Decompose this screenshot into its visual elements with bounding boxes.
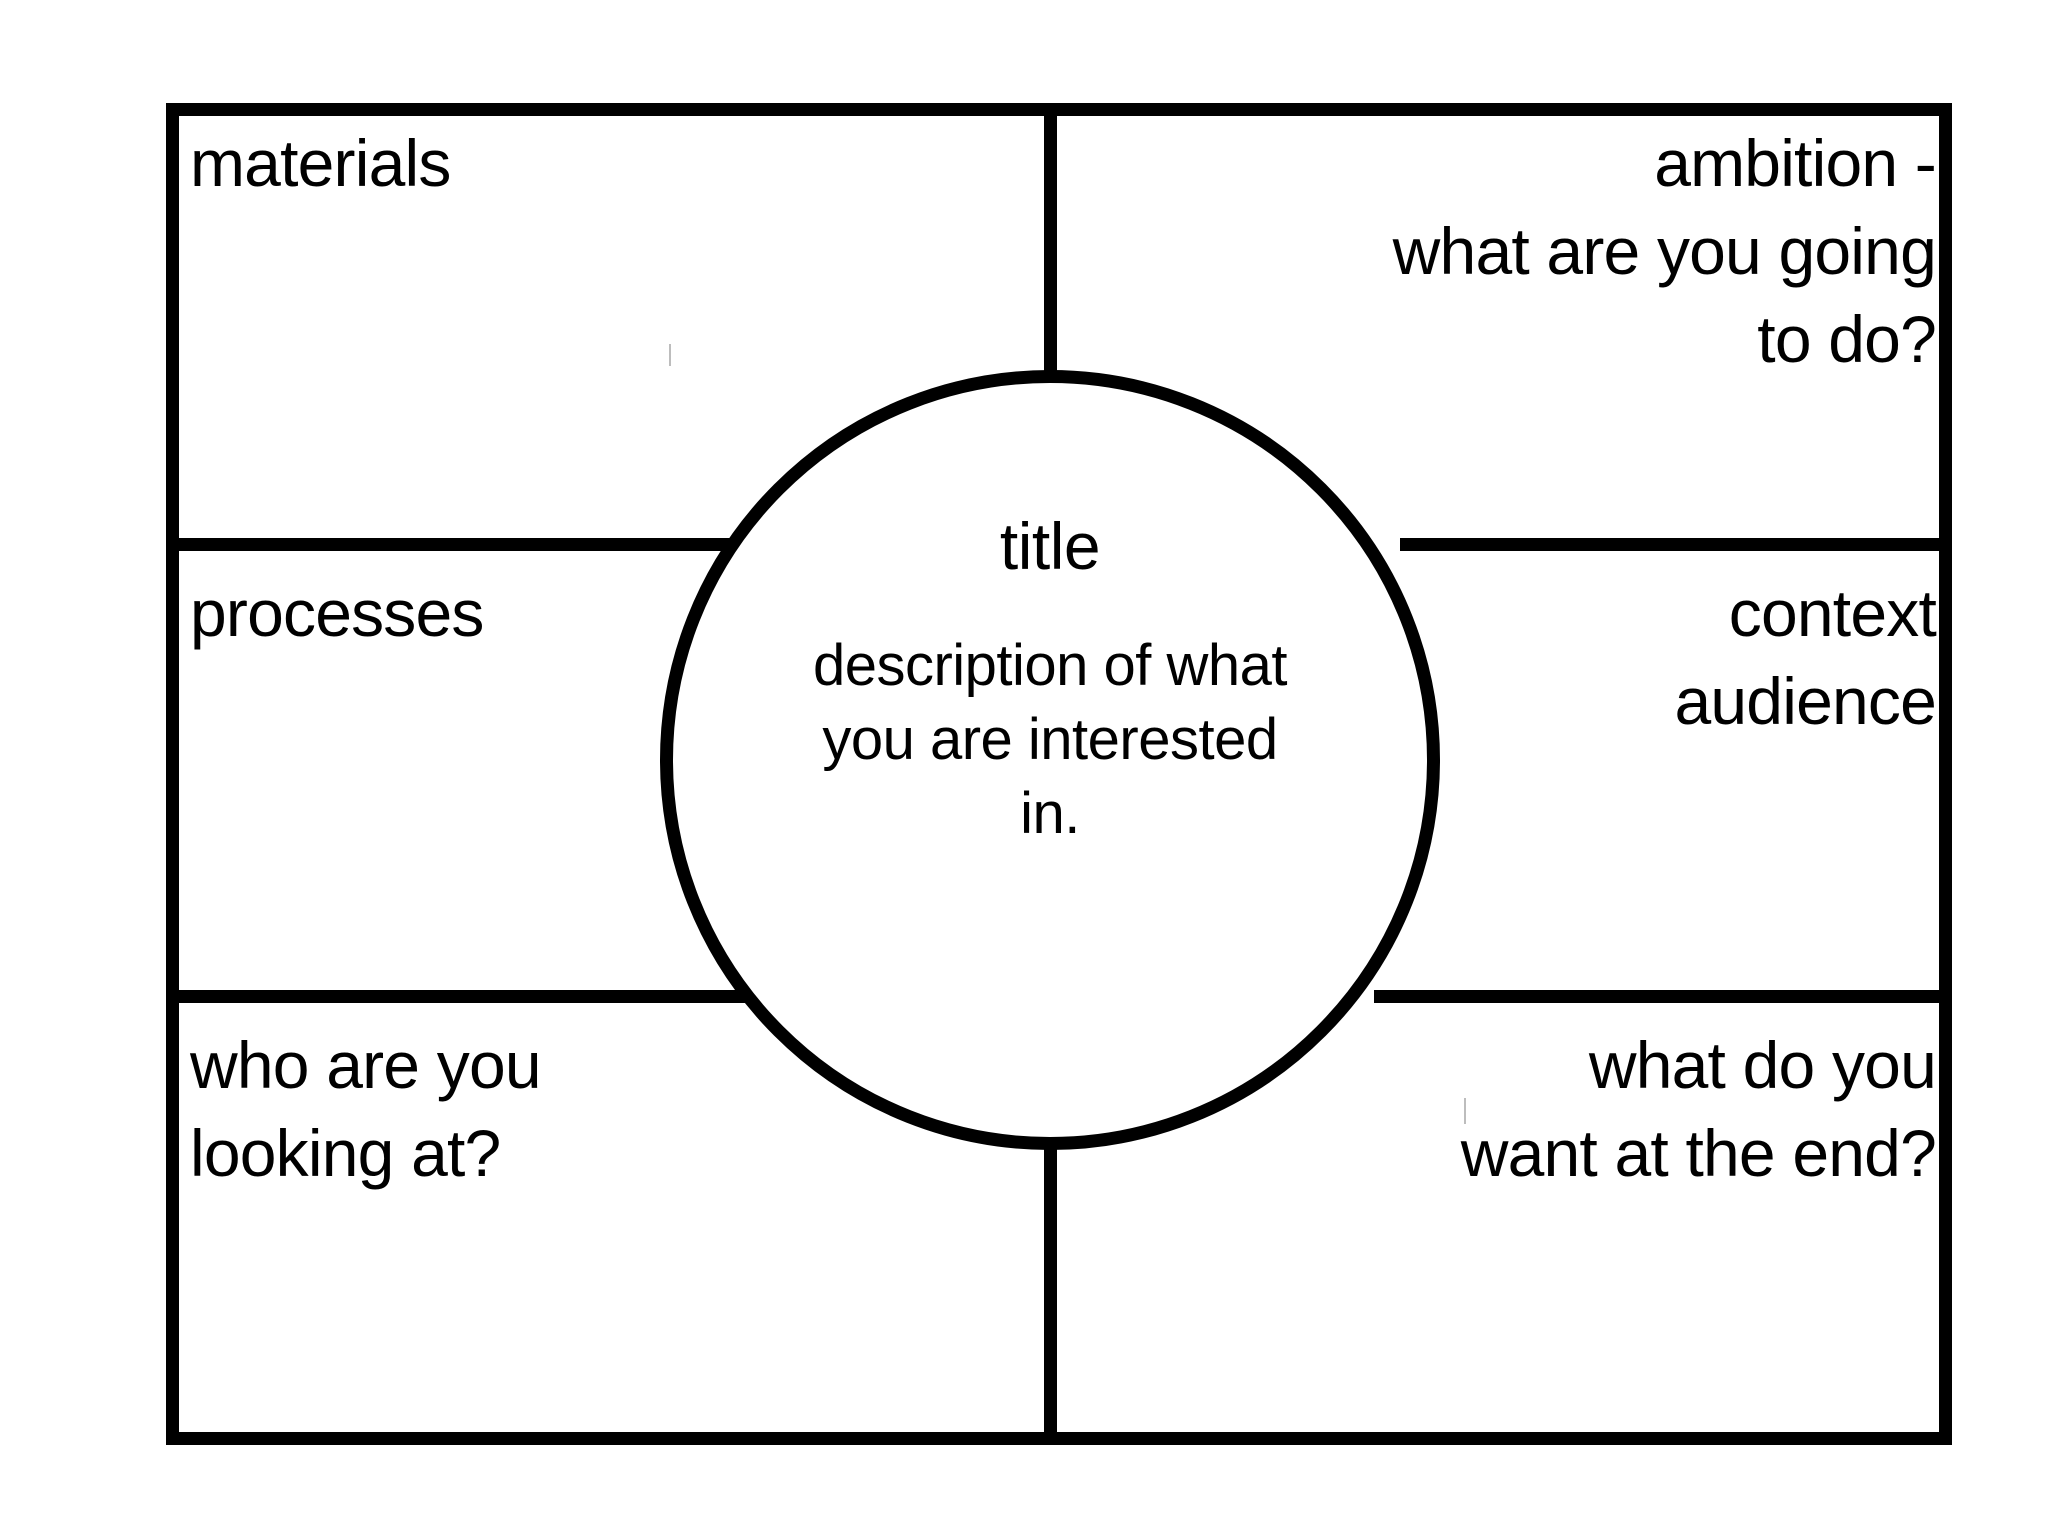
divider-right-lower bbox=[1374, 990, 1952, 1003]
quadrant-materials-label: materials bbox=[190, 126, 451, 200]
center-circle: title description of what you are intere… bbox=[660, 370, 1440, 1150]
quadrant-what-do-you-want-at-the-end-label: what do you want at the end? bbox=[1460, 1028, 1937, 1190]
divider-left-lower bbox=[166, 990, 751, 1003]
divider-center-upper bbox=[1044, 103, 1057, 378]
divider-center-lower bbox=[1044, 1148, 1057, 1445]
center-description: description of what you are interested i… bbox=[812, 633, 1288, 847]
scan-artifact-mark bbox=[669, 344, 671, 366]
divider-left-upper bbox=[166, 538, 876, 551]
quadrant-ambition-label: ambition - what are you going to do? bbox=[1392, 126, 1937, 376]
quadrant-processes-label: processes bbox=[190, 576, 484, 650]
scan-artifact-mark bbox=[1464, 1098, 1466, 1124]
center-title: title bbox=[999, 509, 1101, 583]
divider-right-upper bbox=[1400, 538, 1952, 551]
quadrant-who-are-you-looking-at-label: who are you looking at? bbox=[190, 1028, 542, 1190]
quadrant-context-audience-label: context audience bbox=[1674, 576, 1937, 738]
